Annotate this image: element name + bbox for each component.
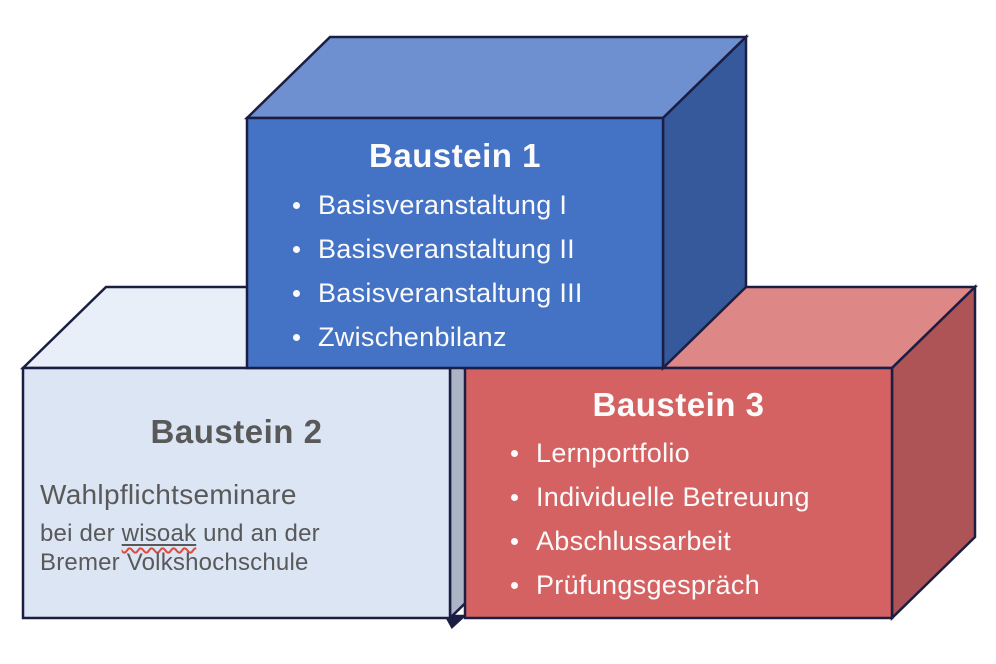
box2-description-suffix: und an der [196, 520, 320, 547]
box1-list-item: Basisveranstaltung III [293, 271, 583, 315]
box2-description-line3: Bremer Volkshochschule [40, 548, 309, 576]
wisoak-underlined-word: wisoak [121, 520, 197, 547]
box2-title: Baustein 2 [150, 413, 323, 450]
box3-list-item: Prüfungsgespräch [511, 563, 810, 607]
box1-top-face [243, 35, 750, 120]
box3-front-face [463, 366, 894, 620]
box1-bullet-list: Basisveranstaltung I Basisveranstaltung … [293, 183, 583, 359]
box3-title: Baustein 3 [592, 386, 765, 423]
box3-list-item: Abschlussarbeit [511, 519, 810, 563]
box2-description: bei der wisoak und an der Bremer Volksho… [40, 520, 320, 577]
box1-list-item: Basisveranstaltung II [293, 227, 583, 271]
box2-description-prefix: bei der [40, 520, 122, 547]
box1-list-item: Basisveranstaltung I [293, 183, 583, 227]
box1-front-face [245, 116, 665, 370]
box1-list-item: Zwischenbilanz [293, 315, 583, 359]
box3-bullet-list: Lernportfolio Individuelle Betreuung Abs… [511, 431, 810, 607]
box3-list-item: Lernportfolio [511, 431, 810, 475]
box1-title: Baustein 1 [369, 137, 541, 174]
box2-subtitle: Wahlpflichtseminare [40, 479, 297, 510]
box3-list-item: Individuelle Betreuung [511, 475, 810, 519]
